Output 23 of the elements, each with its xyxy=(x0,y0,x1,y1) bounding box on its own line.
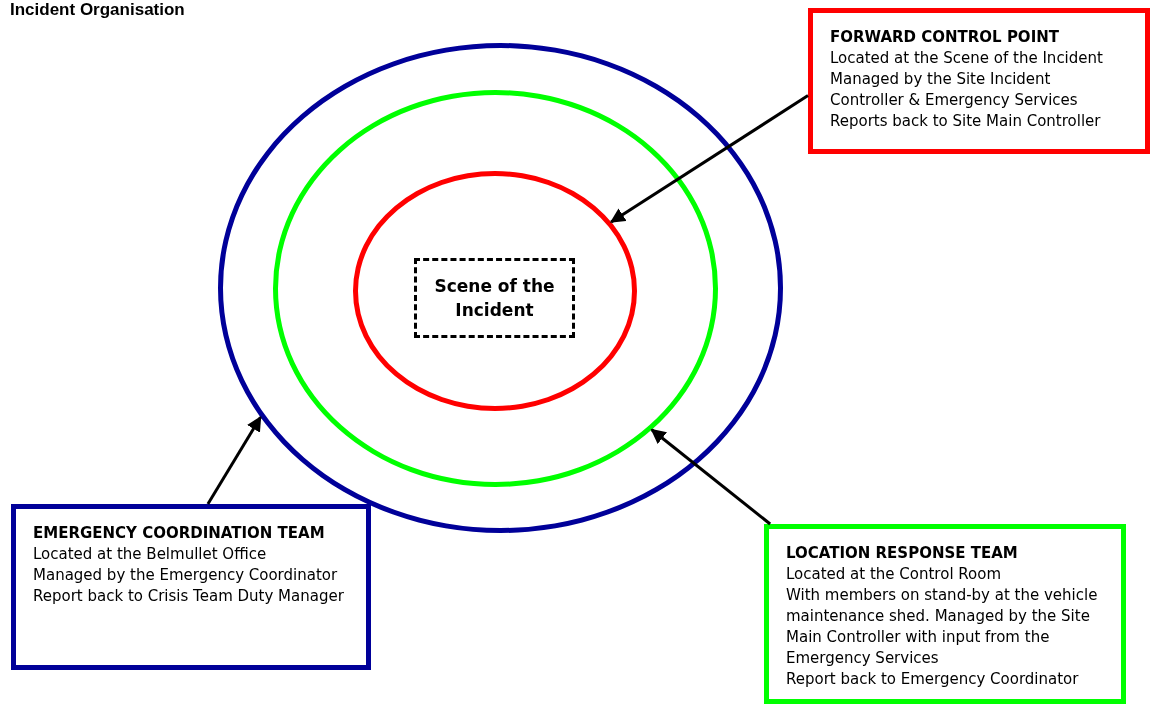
arrow xyxy=(206,415,262,505)
dashed-box xyxy=(414,258,575,338)
box-heading: LOCATION RESPONSE TEAM xyxy=(786,543,1019,564)
text-box xyxy=(764,524,1126,704)
box-text: Report back to Emergency Coordinator xyxy=(786,669,1080,690)
box-text: Reports back to Site Main Controller xyxy=(830,111,1102,132)
box-heading: EMERGENCY COORDINATION TEAM xyxy=(33,523,326,544)
text-box xyxy=(808,8,1150,154)
box-text: Managed by the Site Incident Controller & Emergency Services xyxy=(830,69,1079,111)
arrow xyxy=(650,428,772,526)
box-text: Located at the Scene of the Incident xyxy=(830,48,1104,69)
arrow xyxy=(609,94,809,224)
scene-label: Scene of the Incident xyxy=(433,275,556,322)
box-text: Located at the Belmullet Office xyxy=(33,544,268,565)
box-text: With members on stand-by at the vehicle maintenance shed. Managed by the Site Main Controller with input from the Emergency Services xyxy=(786,585,1099,669)
box-text: Managed by the Emergency Coordinator xyxy=(33,565,339,586)
box-text: Report back to Crisis Team Duty Manager xyxy=(33,586,345,607)
ring-ellipse xyxy=(273,90,718,487)
figure-title: Incident Organisation xyxy=(10,0,185,20)
ring-ellipse xyxy=(353,171,637,411)
text-box xyxy=(11,504,371,670)
box-heading: FORWARD CONTROL POINT xyxy=(830,27,1060,48)
box-text: Located at the Control Room xyxy=(786,564,1003,585)
